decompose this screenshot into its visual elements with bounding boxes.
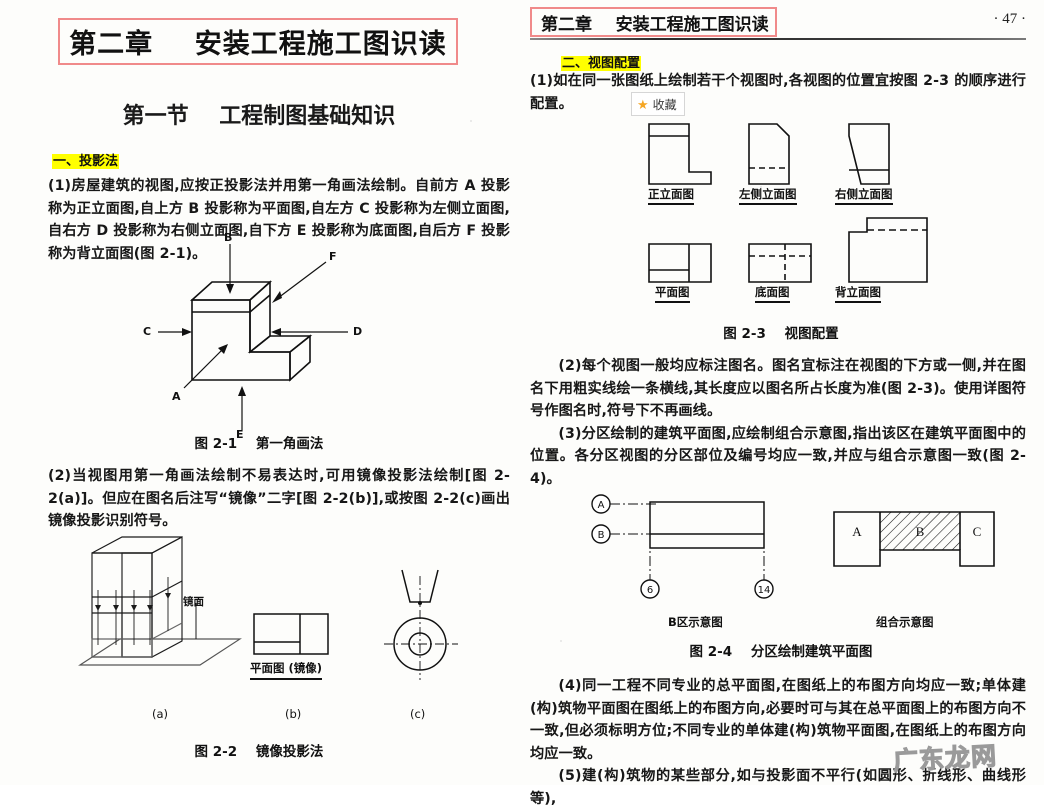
figure-2-2c: (c) <box>372 568 468 721</box>
figure-2-2b-view-label: 平面图 (镜像) <box>250 660 323 680</box>
figure-2-3: 正立面图 左侧立面图 右侧立面图 平面图 底面图 背立面图 <box>645 122 975 327</box>
figure-2-1-label-c: C <box>143 325 152 338</box>
figure-2-1-label-f: F <box>329 250 337 263</box>
figure-2-3-label-rear: 背立面图 <box>835 284 881 303</box>
figure-2-1-label-b: B <box>224 231 233 244</box>
page-number: · 47 · <box>993 11 1027 27</box>
header-rule <box>530 38 1026 40</box>
figure-2-2c-part-label: (c) <box>410 707 426 721</box>
figure-2-2b: 平面图 (镜像) (b) <box>250 612 330 721</box>
figure-2-2c-drawing <box>384 569 458 680</box>
figure-2-2a-part-label: (a) <box>152 707 169 721</box>
paragraph-1: (1)房屋建筑的视图,应按正投影法并用第一角画法绘制。自前方 A 投影称为正立面… <box>48 178 510 262</box>
figure-2-3-caption: 图 2-3 视图配置 <box>723 326 839 342</box>
figure-2-3-label-bottom: 底面图 <box>755 284 790 303</box>
figure-2-4-caption: 图 2-4 分区绘制建筑平面图 <box>689 644 873 660</box>
left-page-column: 第二章 安装工程施工图识读 第一节 工程制图基础知识 一、投影法 (1)房屋建筑… <box>0 0 518 785</box>
figure-2-4-drawing: A B 6 14 A B C <box>591 494 995 599</box>
figure-2-1-label-d: D <box>353 325 363 338</box>
figure-2-1-label-a: A <box>172 390 181 403</box>
figure-2-4-left-title: B区示意图 <box>668 615 723 629</box>
figure-2-1-drawing <box>158 244 348 430</box>
star-icon: ★ <box>637 96 649 112</box>
figure-2-2a: 镜面 (a) <box>78 535 258 721</box>
figure-2-1: B F C D A E <box>143 231 390 441</box>
figure-2-2a-mirror-label: 镜面 <box>183 596 204 608</box>
figure-2-3-label-plan: 平面图 <box>655 284 690 303</box>
subheading-text: 二、视图配置 <box>561 56 642 71</box>
figure-2-3-drawing <box>648 123 928 283</box>
scan-speck <box>990 420 992 422</box>
subheading-text: 一、投影法 <box>52 154 120 169</box>
paragraph-5-text: (3)分区绘制的建筑平面图,应绘制组合示意图,指出该区在建筑平面图中的位置。各分… <box>530 425 1026 487</box>
scan-speck <box>300 470 302 472</box>
paragraph-6-text: (4)同一工程不同专业的总平面图,在图纸上的布图方向均应一致;单体建(构)筑物平… <box>530 678 1026 762</box>
figure-2-3-label-right: 右侧立面图 <box>835 186 893 205</box>
running-head-box: 第二章 安装工程施工图识读 <box>530 7 777 37</box>
figure-2-4: A B 6 14 A B C B区示意图 <box>588 488 1008 629</box>
svg-text:C: C <box>973 524 982 539</box>
paragraph-4: (2)每个视图一般均应标注图名。图名宜标注在视图的下方或一侧,并在图名下用粗实线… <box>530 355 1026 490</box>
paragraph-4-text: (2)每个视图一般均应标注图名。图名宜标注在视图的下方或一侧,并在图名下用粗实线… <box>530 358 1026 419</box>
figure-2-2b-drawing <box>253 613 329 655</box>
section-title: 第一节 工程制图基础知识 <box>122 104 396 129</box>
svg-text:A: A <box>598 500 605 511</box>
favorite-button[interactable]: ★ 收藏 <box>631 92 685 116</box>
scan-speck <box>560 640 562 642</box>
paragraph-6: (4)同一工程不同专业的总平面图,在图纸上的布图方向均应一致;单体建(构)筑物平… <box>530 675 1026 810</box>
figure-2-2a-drawing <box>78 536 242 666</box>
figure-2-3-label-left: 左侧立面图 <box>739 186 797 205</box>
figure-2-1-label-e: E <box>236 428 244 441</box>
subheading-projection-method: 一、投影法 <box>52 150 120 169</box>
figure-2-2b-part-label: (b) <box>285 707 302 721</box>
chapter-title: 第二章 安装工程施工图识读 <box>69 29 447 60</box>
figure-2-1-caption: 图 2-1 第一角画法 <box>194 436 324 452</box>
paragraph-2: (2)当视图用第一角画法绘制不易表达时,可用镜像投影法绘制[图 2-2(a)]。… <box>48 468 510 529</box>
figure-2-4-right-title: 组合示意图 <box>876 615 934 629</box>
favorite-button-label: 收藏 <box>652 97 677 112</box>
figure-2-3-label-front: 正立面图 <box>648 186 694 205</box>
svg-text:14: 14 <box>758 585 771 596</box>
svg-text:A: A <box>852 524 862 539</box>
figure-2-2-caption: 图 2-2 镜像投影法 <box>194 744 324 760</box>
running-head-title: 第二章 安装工程施工图识读 <box>541 14 769 35</box>
paragraph-7-text: (5)建(构)筑物的某些部分,如与投影面不平行(如圆形、折线形、曲线形等), <box>530 768 1026 807</box>
svg-text:6: 6 <box>647 585 653 596</box>
subheading-view-layout: 二、视图配置 <box>561 52 642 71</box>
svg-text:B: B <box>598 530 605 541</box>
scan-speck <box>760 186 762 188</box>
svg-text:B: B <box>916 524 925 539</box>
scan-speck <box>470 120 472 122</box>
paragraph-3: (1)如在同一张图纸上绘制若干个视图时,各视图的位置宜按图 2-3 的顺序进行配… <box>530 73 1026 112</box>
chapter-title-box: 第二章 安装工程施工图识读 <box>58 18 458 65</box>
